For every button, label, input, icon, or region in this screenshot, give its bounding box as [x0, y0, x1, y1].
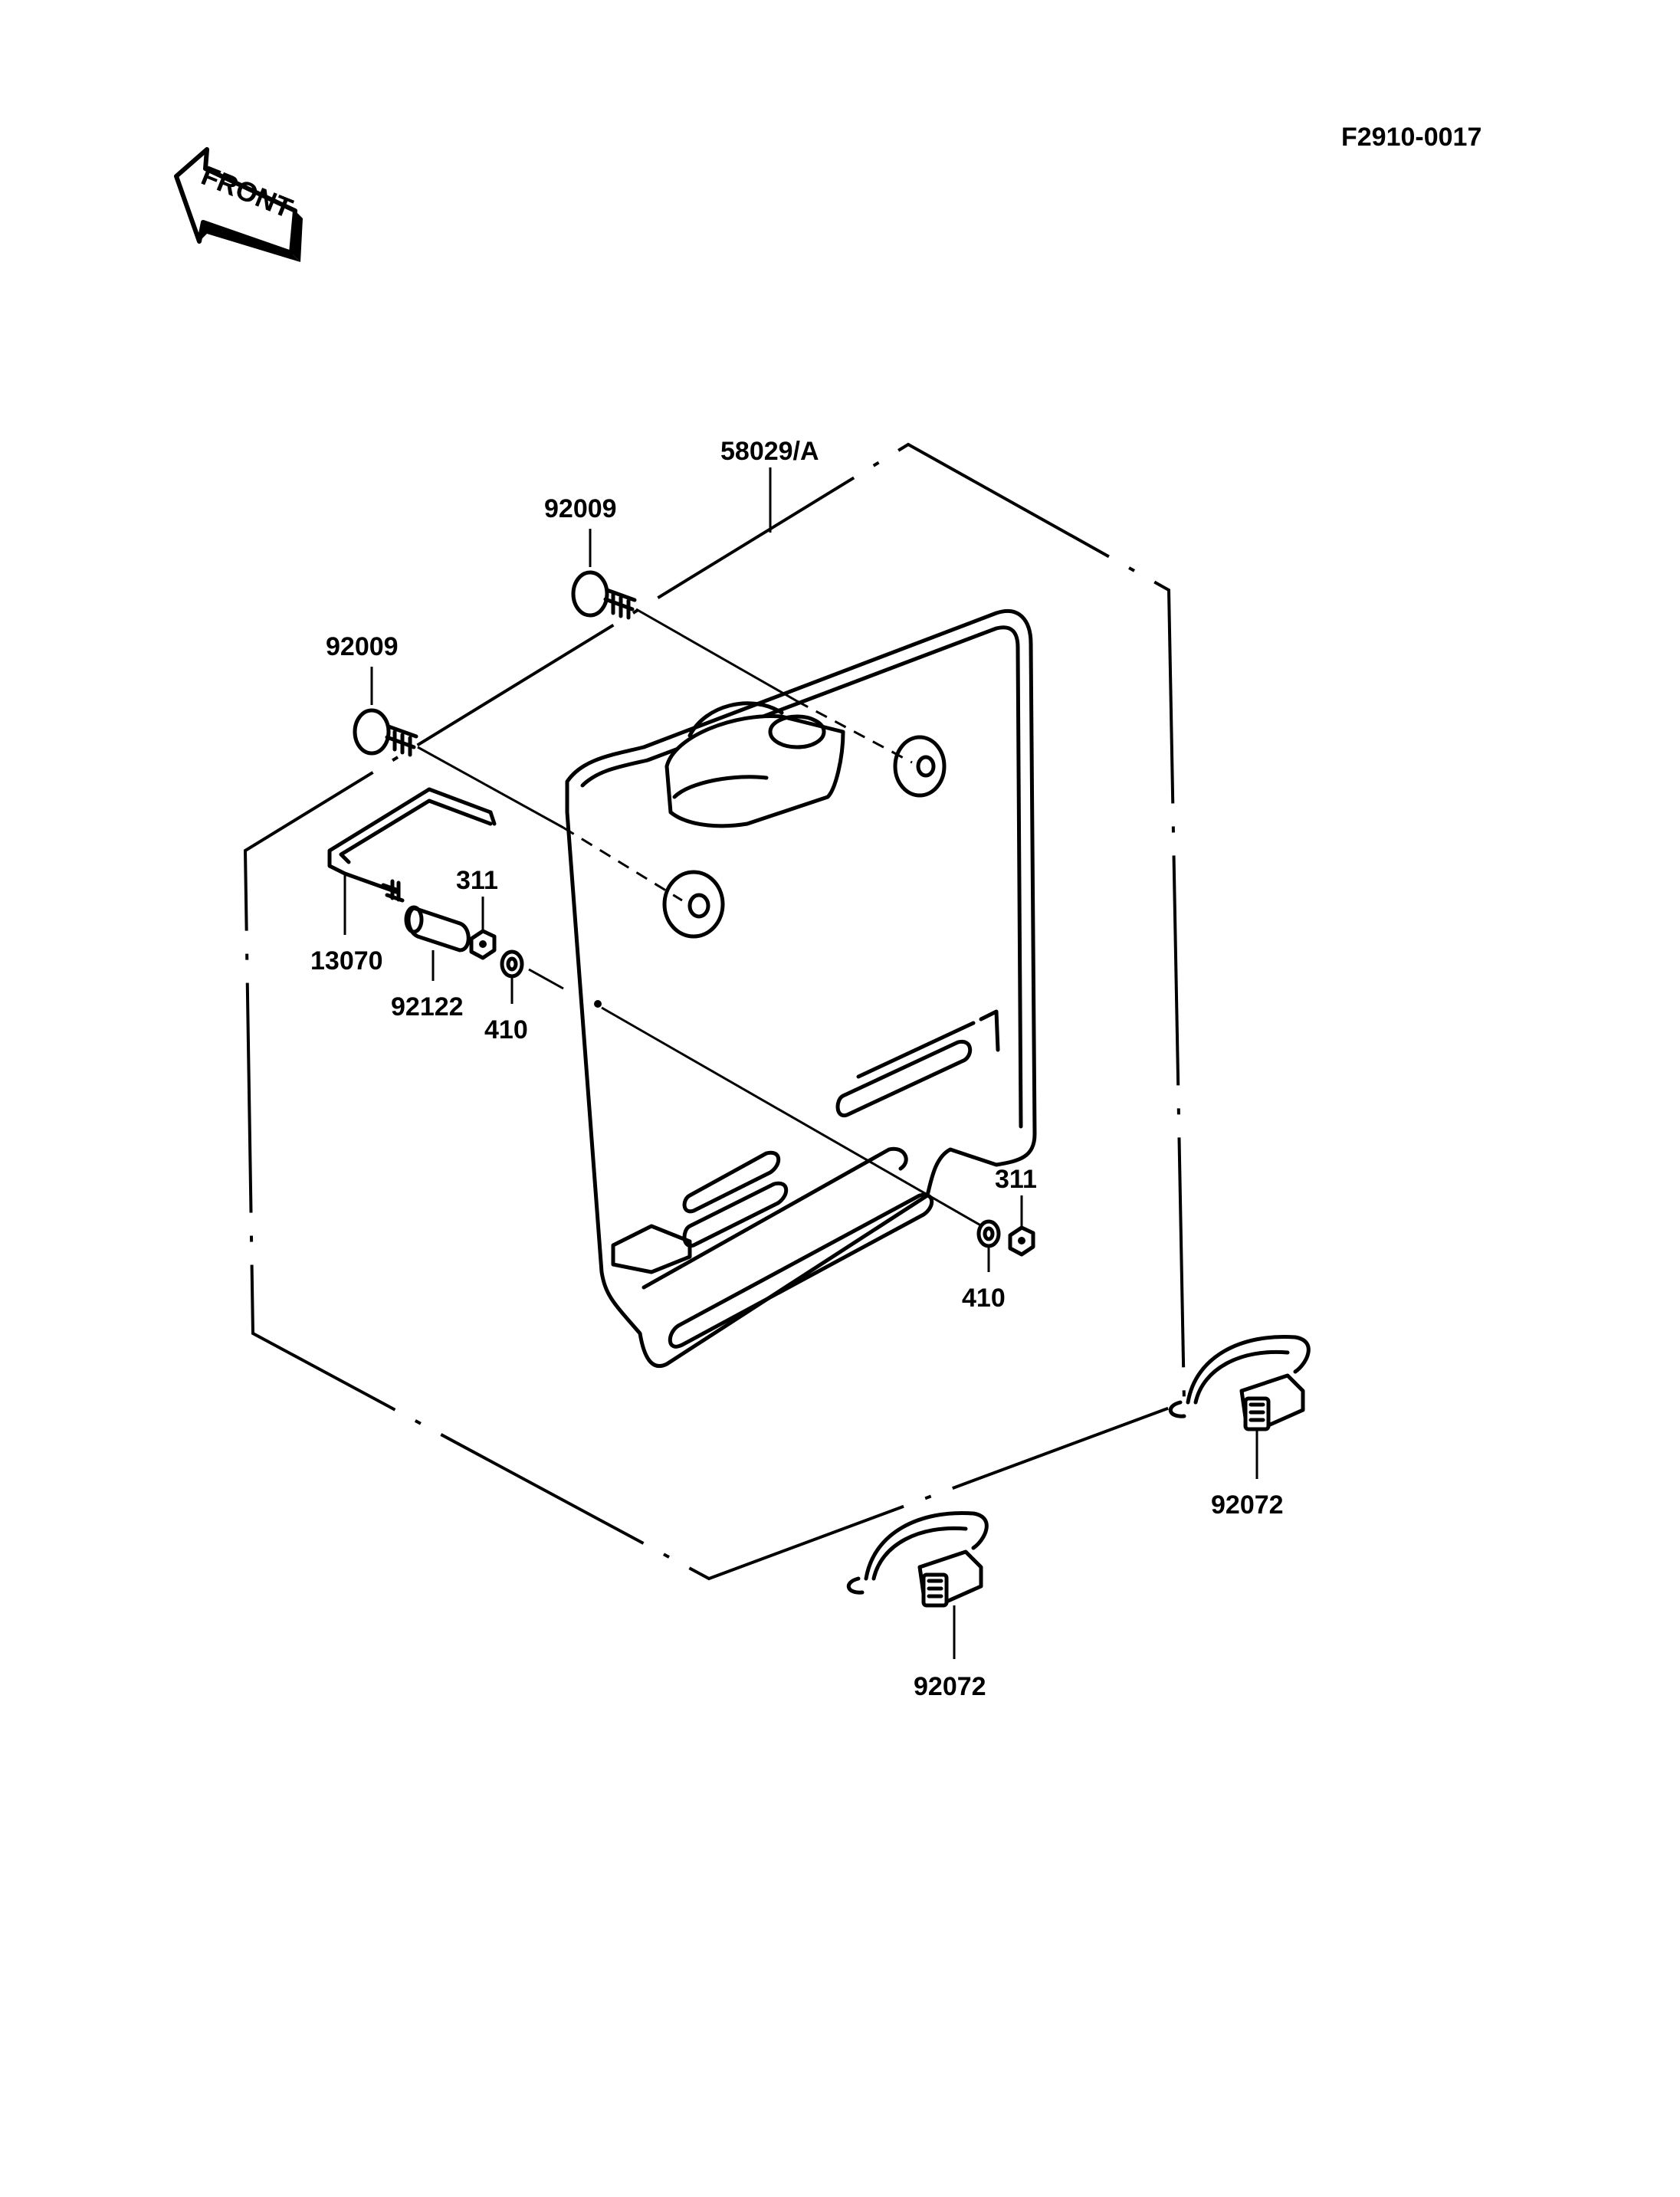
bolt-lower	[353, 708, 418, 757]
label-washer-right: 410	[962, 1284, 1006, 1313]
plate-hole	[594, 1000, 602, 1008]
label-band-upper: 92072	[1211, 1490, 1284, 1520]
bracket	[327, 787, 497, 903]
label-number-plate: 58029/A	[720, 437, 819, 466]
leader-bolt-lower-axis	[417, 746, 564, 829]
label-nut-right: 311	[995, 1165, 1037, 1194]
collar	[404, 905, 471, 953]
label-nut-left: 311	[456, 866, 498, 895]
leader-bolt-upper-axis	[635, 608, 798, 703]
axis-left-fastener	[528, 968, 564, 990]
band-upper	[1169, 1334, 1311, 1431]
nut-left	[469, 929, 497, 960]
bolt-upper	[571, 570, 637, 620]
washer-left	[500, 949, 524, 979]
band-lower	[847, 1510, 989, 1608]
label-bracket: 13070	[310, 946, 383, 976]
axis-right-fastener	[601, 1006, 989, 1231]
front-arrow-icon: FRONT	[174, 147, 303, 262]
grommet-upper	[893, 735, 947, 798]
nut-right	[1008, 1225, 1035, 1257]
label-washer-left: 410	[484, 1015, 528, 1044]
leader-bolt-lower-hidden	[563, 826, 683, 902]
diagram-code: F2910-0017	[1341, 123, 1481, 152]
washer-right	[976, 1219, 1001, 1248]
label-bolt-lower: 92009	[326, 632, 399, 661]
leader-bolt-upper-hidden	[796, 700, 913, 764]
grommet-lower	[662, 870, 725, 939]
number-plate	[565, 608, 1037, 1368]
label-collar: 92122	[391, 992, 464, 1021]
kit-outline	[243, 442, 1186, 1581]
label-band-lower: 92072	[914, 1672, 986, 1701]
label-bolt-upper: 92009	[544, 494, 617, 523]
